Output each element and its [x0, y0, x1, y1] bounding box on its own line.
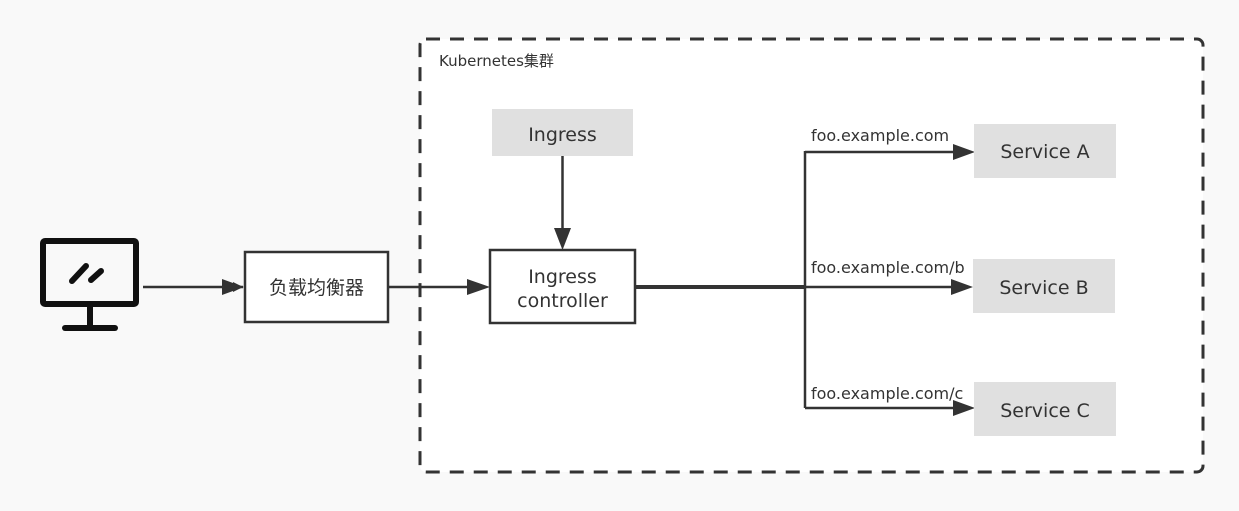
ingress-label: Ingress	[528, 124, 597, 146]
service-b-box[interactable]	[973, 259, 1115, 313]
arrowhead	[953, 144, 975, 160]
load-balancer-label: 负载均衡器	[269, 277, 364, 299]
ingress-controller-box[interactable]	[488, 248, 637, 325]
cluster-label: Kubernetes集群	[439, 52, 554, 70]
service-a-node[interactable]: Service A	[974, 124, 1116, 178]
service-c-node[interactable]: Service C	[974, 382, 1116, 436]
edge-to-service-b: foo.example.com/b	[805, 258, 973, 295]
edge-client-to-lb	[143, 279, 244, 295]
arrowhead	[222, 279, 244, 295]
arrowhead	[467, 279, 490, 295]
client-node[interactable]	[40, 238, 139, 331]
arrowhead	[951, 279, 973, 295]
arrowhead	[953, 400, 975, 416]
service-a-box[interactable]	[974, 124, 1116, 178]
route-label-service-b: foo.example.com/b	[811, 258, 965, 277]
ingress-node[interactable]: Ingress	[492, 109, 633, 156]
service-b-label: Service B	[999, 277, 1088, 299]
service-c-box[interactable]	[974, 382, 1116, 436]
ingress-controller-label-line1: Ingress	[528, 266, 597, 288]
service-c-label: Service C	[1000, 400, 1090, 422]
arrowhead	[554, 228, 571, 250]
load-balancer-node[interactable]: 负载均衡器	[243, 250, 390, 324]
monitor-icon	[40, 238, 139, 331]
ingress-box[interactable]	[492, 109, 633, 156]
edge-to-service-a: foo.example.com	[805, 126, 975, 160]
edge-lb-to-ingress-controller	[389, 279, 490, 295]
load-balancer-box[interactable]	[243, 250, 390, 324]
route-label-service-a: foo.example.com	[811, 126, 949, 145]
ingress-controller-label-line2: controller	[517, 290, 608, 312]
edge-to-service-c: foo.example.com/c	[805, 384, 975, 416]
service-a-label: Service A	[1000, 141, 1089, 163]
route-label-service-c: foo.example.com/c	[811, 384, 963, 403]
service-b-node[interactable]: Service B	[973, 259, 1115, 313]
routing-edges: foo.example.com foo.example.com/b foo.ex…	[636, 126, 975, 416]
edge-ingress-to-controller	[554, 156, 571, 250]
ingress-controller-node[interactable]: Ingress controller	[488, 248, 637, 325]
